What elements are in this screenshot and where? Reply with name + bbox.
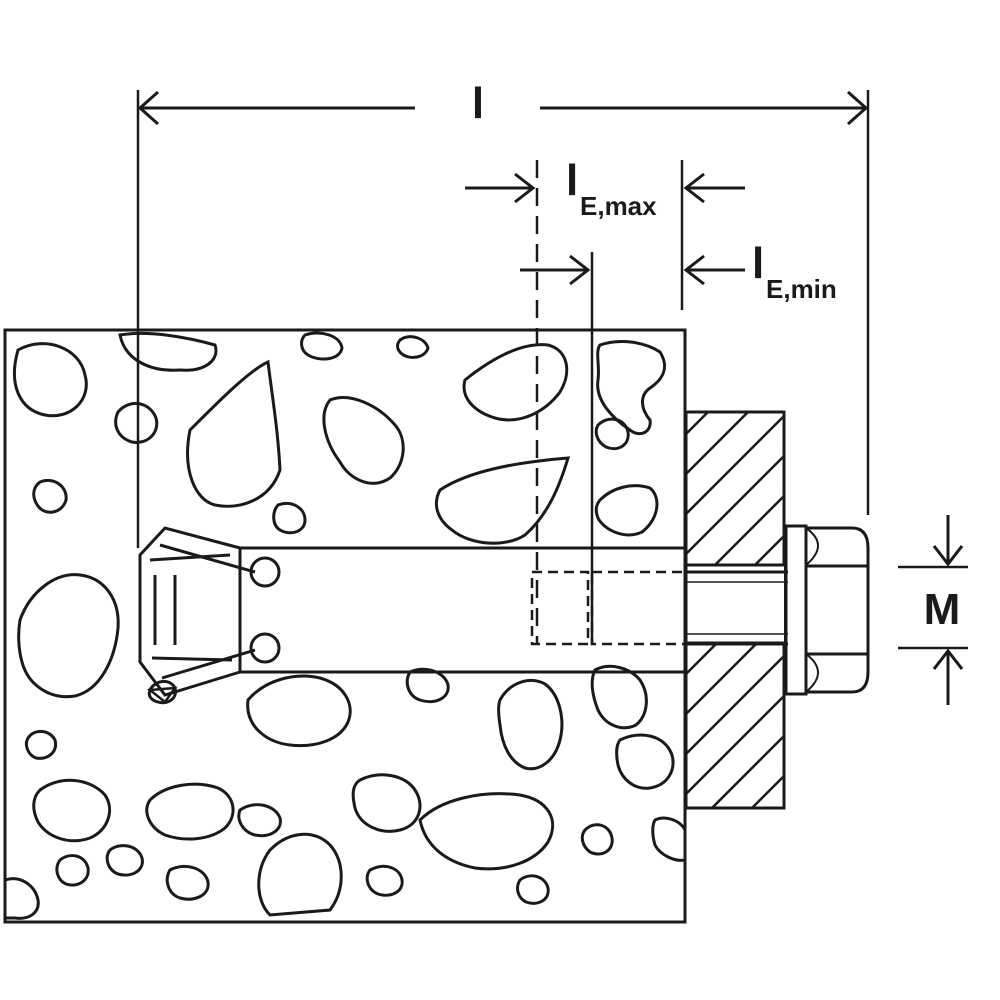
dimension-thread [898, 515, 968, 705]
sleeve-pin-top [249, 556, 281, 588]
label-embed-max-main: l [566, 156, 578, 205]
dimension-embed-min [520, 252, 745, 645]
hex-nut [804, 526, 870, 694]
dimension-total-length [136, 90, 870, 548]
washer [784, 524, 808, 696]
sleeve-pin-bottom [249, 632, 281, 664]
label-embed-min-sub: E,min [766, 274, 837, 304]
anchor-sleeve [138, 526, 688, 704]
fixture-plate [684, 410, 786, 810]
label-thread: M [924, 585, 961, 634]
aggregate-stones [5, 331, 685, 920]
plate-hatching [686, 412, 784, 808]
dimension-embed-max [465, 160, 745, 645]
threaded-bolt [530, 570, 788, 646]
label-total-length: l [472, 79, 484, 128]
concrete-block [3, 328, 687, 924]
label-embed-min-main: l [752, 239, 764, 288]
label-embed-max-sub: E,max [580, 191, 657, 221]
